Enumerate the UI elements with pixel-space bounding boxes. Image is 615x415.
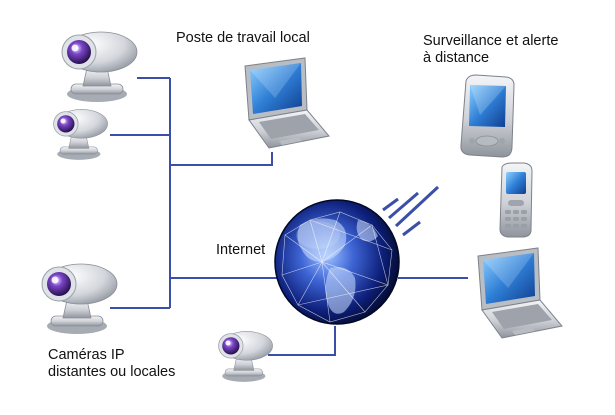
internet-globe-icon xyxy=(274,199,400,325)
laptop-icon xyxy=(244,57,330,149)
ip-camera-icon xyxy=(41,263,118,335)
connector-lines xyxy=(110,77,468,356)
internet-label: Internet xyxy=(216,242,266,258)
ip-camera-icon xyxy=(53,109,108,161)
mobile-phone-icon xyxy=(499,162,533,238)
connector-local-laptop xyxy=(170,152,273,166)
cameras-label-line2: distantes ou locales xyxy=(48,364,176,380)
remote-monitoring-label-line2: à distance xyxy=(423,50,490,66)
cameras-label: Caméras IP distantes ou locales xyxy=(48,347,175,381)
pda-icon xyxy=(460,74,515,158)
ip-camera-icon xyxy=(218,331,273,383)
ip-camera-icon xyxy=(61,31,138,103)
cameras-label-line1: Caméras IP xyxy=(48,347,125,363)
connector-camera-4 xyxy=(268,326,336,356)
laptop-icon xyxy=(477,247,563,339)
wireless-signal-icon xyxy=(382,185,440,237)
remote-monitoring-label: Surveillance et alerte à distance xyxy=(423,33,558,67)
local-workstation-label: Poste de travail local xyxy=(176,30,310,46)
remote-monitoring-label-line1: Surveillance et alerte xyxy=(423,33,559,49)
